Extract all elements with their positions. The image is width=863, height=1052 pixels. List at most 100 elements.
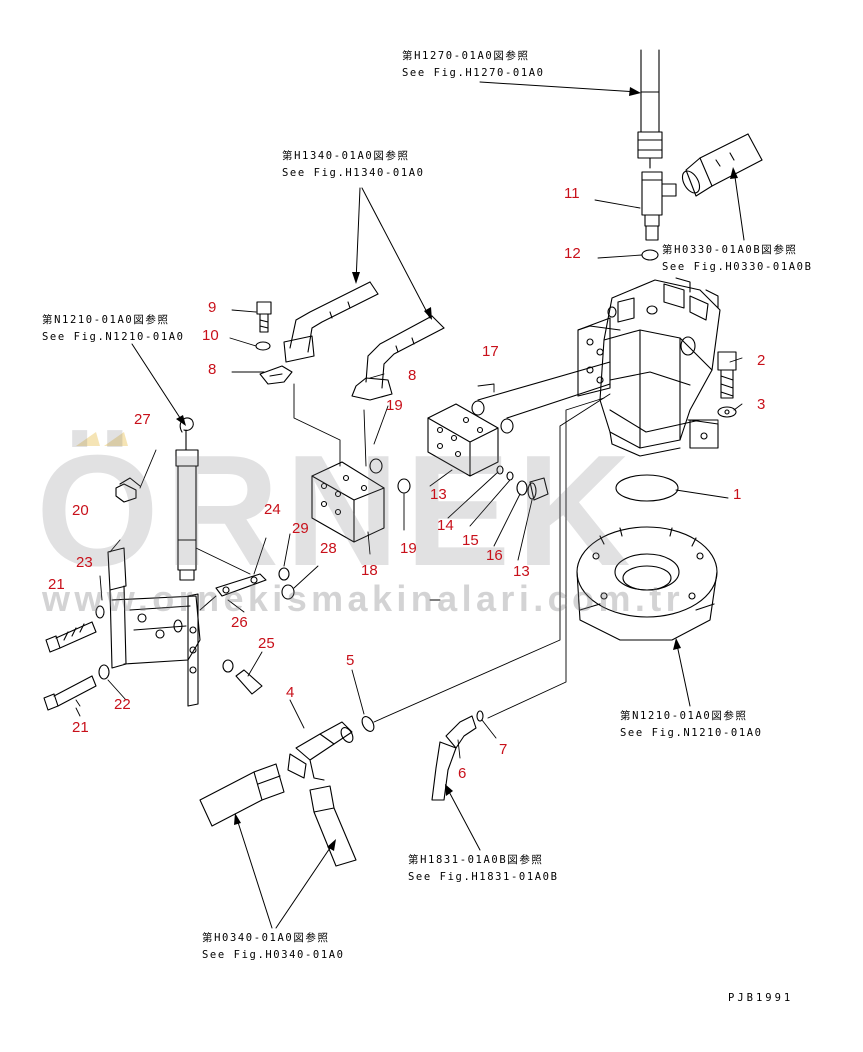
part-number: 19 [386, 397, 403, 414]
hose-h0330 [681, 133, 763, 197]
reference-en: See Fig.H1340-01A0 [282, 167, 425, 179]
reference-n1210-right: 第N1210-01A0図参照 See Fig.N1210-01A0 [620, 708, 763, 742]
block-13 [427, 403, 499, 477]
part-number: 23 [76, 554, 93, 571]
document-code: PJB1991 [728, 992, 794, 1004]
plate-24 [215, 573, 267, 597]
part-number: 24 [264, 501, 281, 518]
part-number: 13 [513, 563, 530, 580]
part-number: 1 [733, 486, 742, 503]
o-ring-7 [476, 710, 484, 722]
part-number: 20 [72, 502, 89, 519]
bolt-21b [43, 675, 97, 711]
o-ring-14 [496, 465, 504, 475]
part-number: 9 [208, 299, 217, 316]
part-number: 15 [462, 532, 479, 549]
elbow-fitting-6 [431, 715, 477, 801]
watermark-url: www.ornekismakinalari.com.tr [42, 578, 685, 619]
part-number: 8 [408, 367, 417, 384]
reference-arrows [131, 81, 745, 929]
part-number: 27 [134, 411, 151, 428]
part-number: 22 [114, 696, 131, 713]
bolt-21a [45, 621, 97, 653]
block-18 [311, 461, 385, 543]
reference-jp: 第H1270-01A0図参照 [402, 50, 530, 62]
reference-en: See Fig.H0340-01A0 [202, 949, 345, 961]
part-number: 21 [48, 576, 65, 593]
tee-fitting-11 [641, 171, 677, 241]
arrowheads [176, 87, 738, 851]
adapter-housing [576, 526, 718, 641]
pin-27b [115, 477, 141, 503]
reference-en: See Fig.N1210-01A0 [42, 331, 185, 343]
part-number: 16 [486, 547, 503, 564]
part-number: 19 [400, 540, 417, 557]
motor-housing [577, 277, 721, 457]
reference-n1210-left: 第N1210-01A0図参照 See Fig.N1210-01A0 [42, 312, 185, 346]
reference-h0330: 第H0330-01A0B図参照 See Fig.H0330-01A0B [662, 242, 813, 276]
washer-23 [95, 605, 105, 619]
reference-jp: 第N1210-01A0図参照 [620, 710, 748, 722]
reference-h0340: 第H0340-01A0図参照 See Fig.H0340-01A0 [202, 930, 345, 964]
washer-29 [278, 567, 290, 581]
part-number: 29 [292, 520, 309, 537]
leader-lines [75, 199, 743, 759]
washer-22 [98, 664, 110, 680]
part-number: 8 [208, 361, 217, 378]
o-ring-1 [615, 474, 679, 502]
nut-28 [281, 584, 295, 600]
reference-h1270: 第H1270-01A0図参照 See Fig.H1270-01A0 [402, 48, 545, 82]
reference-h1831: 第H1831-01A0B図参照 See Fig.H1831-01A0B [408, 852, 559, 886]
part-number: 13 [430, 486, 447, 503]
reference-en: See Fig.H1831-01A0B [408, 871, 559, 883]
plug-13 [527, 477, 549, 501]
part-number: 4 [286, 684, 295, 701]
reference-en: See Fig.N1210-01A0 [620, 727, 763, 739]
o-ring-19a [369, 458, 383, 474]
part-number: 12 [564, 245, 581, 262]
part-number: 28 [320, 540, 337, 557]
part-number: 21 [72, 719, 89, 736]
tee-fitting-4 [287, 721, 354, 781]
part-number: 7 [499, 741, 508, 758]
part-number: 11 [564, 185, 580, 202]
reference-en: See Fig.H1270-01A0 [402, 67, 545, 79]
reference-jp: 第H1340-01A0図参照 [282, 150, 410, 162]
washer-10 [255, 341, 271, 351]
reference-h1340: 第H1340-01A0図参照 See Fig.H1340-01A0 [282, 148, 425, 182]
pipe-h1340-left [283, 281, 379, 363]
bracket-20 [107, 547, 201, 707]
watermark-brand: ÖRNEK [36, 423, 637, 599]
reference-en: See Fig.H0330-01A0B [662, 261, 813, 273]
o-ring-16 [516, 480, 528, 496]
bolt-25 [222, 659, 263, 695]
part-number: 5 [346, 652, 355, 669]
hose-h1270 [637, 49, 663, 169]
clamp-8 [259, 365, 293, 385]
part-number: 2 [757, 352, 766, 369]
leader-17 [477, 361, 611, 419]
o-ring-5 [361, 716, 375, 732]
part-number: 14 [437, 517, 454, 534]
reference-jp: 第N1210-01A0図参照 [42, 314, 170, 326]
tube-27 [175, 417, 199, 581]
guide-lines [195, 383, 719, 723]
reference-jp: 第H1831-01A0B図参照 [408, 854, 544, 866]
part-number: 10 [202, 327, 219, 344]
bolt-2 [717, 351, 737, 399]
part-number: 6 [458, 765, 467, 782]
o-ring-19b [397, 478, 411, 494]
o-ring-12 [641, 249, 659, 261]
part-number: 18 [361, 562, 378, 579]
bolt-9 [256, 301, 272, 333]
part-number: 25 [258, 635, 275, 652]
reference-jp: 第H0340-01A0図参照 [202, 932, 330, 944]
hose-h0340 [199, 763, 357, 867]
pipe-h1340-right [351, 315, 445, 401]
part-number: 26 [231, 614, 248, 631]
washer-3 [717, 406, 737, 418]
reference-jp: 第H0330-01A0B図参照 [662, 244, 798, 256]
part-number: 3 [757, 396, 766, 413]
